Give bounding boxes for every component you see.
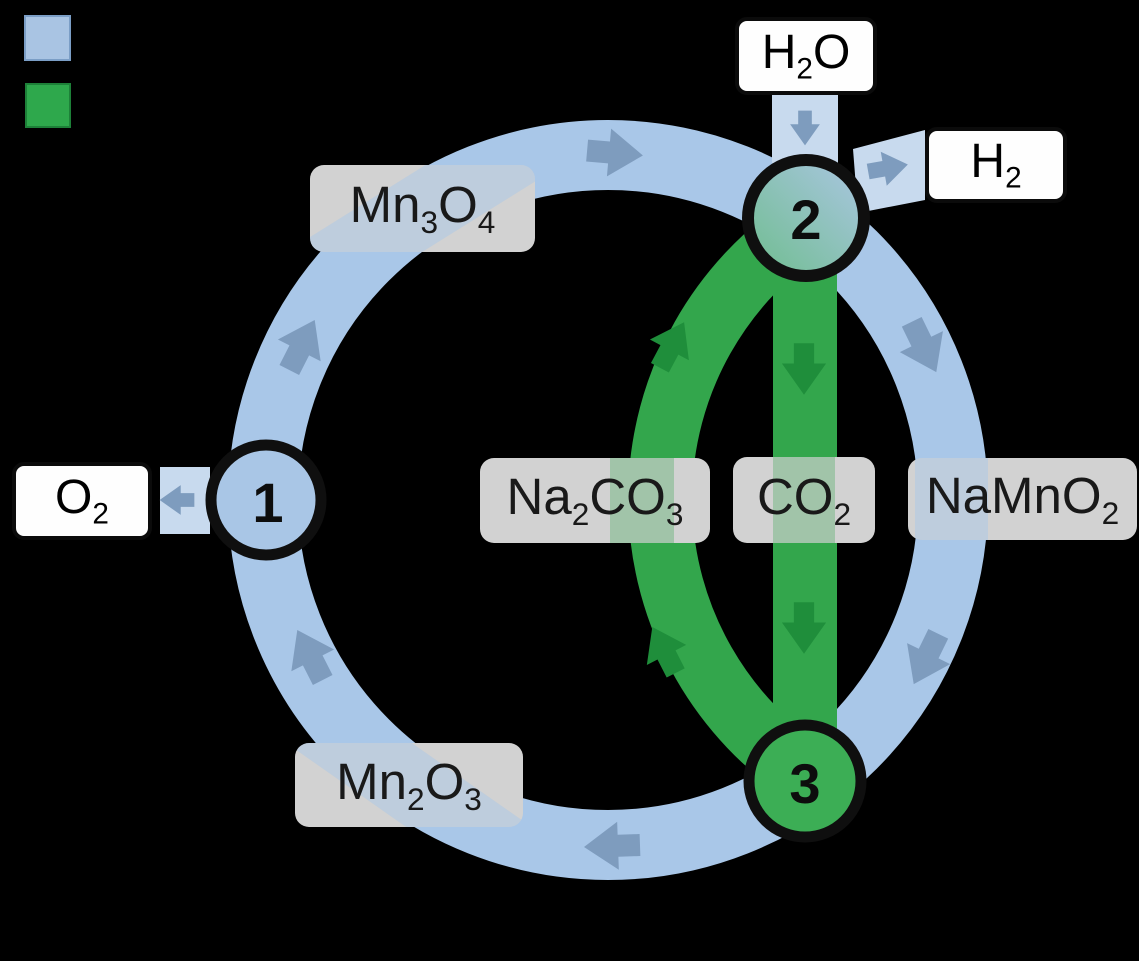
na2co3-formula: Na2CO3 — [506, 468, 684, 533]
label-mn3o4: Mn3O4 — [310, 165, 535, 252]
node-3-circle — [743, 719, 867, 843]
node-1-circle — [205, 439, 327, 561]
h2-formula: H2 — [970, 135, 1022, 195]
h2o-formula: H2O — [761, 26, 851, 86]
mn2o3-formula: Mn2O3 — [336, 752, 482, 818]
label-namno2: NaMnO2 — [908, 458, 1137, 540]
mn3o4-formula: Mn3O4 — [349, 176, 496, 241]
node-2-circle — [742, 154, 870, 282]
node-3-number: 3 — [789, 752, 821, 815]
node-2-number: 2 — [790, 188, 822, 251]
label-na2co3: Na2CO3 — [480, 458, 710, 543]
o2-formula: O2 — [55, 471, 109, 531]
green-band-through-label — [610, 458, 674, 543]
label-h2: H2 — [925, 127, 1067, 203]
namno2-formula: NaMnO2 — [925, 466, 1120, 532]
co2-formula: CO2 — [756, 467, 852, 533]
legend-blue-swatch — [24, 15, 71, 61]
green-band-through-label — [773, 457, 835, 543]
label-h2o: H2O — [735, 17, 877, 95]
label-co2: CO2 — [733, 457, 875, 543]
ring-band-through-label — [915, 458, 988, 540]
node-1-number: 1 — [252, 471, 284, 534]
label-o2: O2 — [12, 462, 152, 540]
legend-green-swatch — [25, 83, 71, 128]
label-mn2o3: Mn2O3 — [295, 743, 523, 827]
